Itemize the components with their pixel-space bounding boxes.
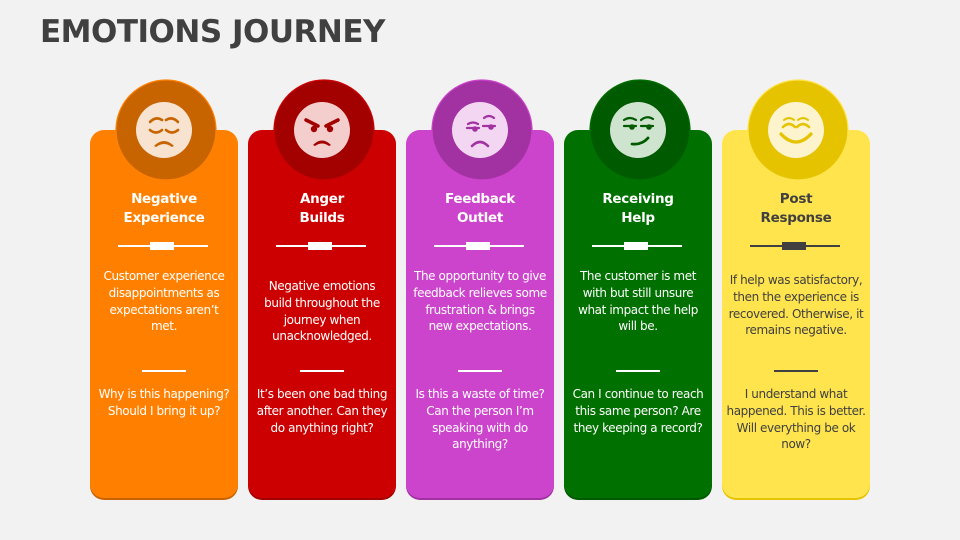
stage-heading-line1: Anger — [299, 191, 345, 207]
short-divider — [458, 370, 502, 372]
short-divider — [300, 370, 344, 372]
stage-heading-line1: Feedback — [444, 191, 515, 207]
slider-divider — [592, 242, 682, 250]
stage-heading-line1: Post — [779, 191, 813, 207]
stage-heading-line2: Outlet — [457, 210, 503, 226]
stage-description: Negative emotions build throughout the j… — [264, 279, 380, 344]
stage-heading: Anger Builds — [248, 190, 396, 228]
stage-heading: Negative Experience — [90, 190, 238, 228]
stage-heading-line2: Help — [621, 210, 655, 226]
slider-knob — [308, 242, 332, 250]
stage-heading-line2: Response — [760, 210, 832, 226]
stage-description: If help was satisfactory, then the exper… — [728, 273, 864, 338]
customer-question: Is this a waste of time? Can the person … — [415, 387, 545, 452]
slider-knob — [150, 242, 174, 250]
sad-face-icon — [115, 79, 217, 181]
angry-face-icon — [273, 79, 375, 181]
stage-heading: Feedback Outlet — [406, 190, 554, 228]
stage-card: Anger Builds Negative emotions build thr… — [248, 130, 396, 498]
stage-card: Post Response If help was satisfactory, … — [722, 130, 870, 498]
short-divider — [774, 370, 818, 372]
stage-description: Customer experience disappointments as e… — [103, 269, 225, 334]
slider-divider — [750, 242, 840, 250]
slider-divider — [276, 242, 366, 250]
stage-heading-line2: Builds — [299, 210, 345, 226]
emotion-badge — [112, 76, 217, 181]
slider-divider — [434, 242, 524, 250]
stage-description: The customer is met with but still unsur… — [578, 269, 698, 334]
stage-description: The opportunity to give feedback relieve… — [413, 269, 547, 334]
emotion-badge — [586, 76, 691, 181]
slider-divider — [118, 242, 208, 250]
smirk-face-icon — [589, 79, 691, 181]
customer-question: Can I continue to reach this same person… — [572, 387, 704, 435]
stage-card: Feedback Outlet The opportunity to give … — [406, 130, 554, 498]
stage-heading-line1: Receiving — [602, 191, 674, 207]
stage-card: Receiving Help The customer is met with … — [564, 130, 712, 498]
stage-card: Negative Experience Customer experience … — [90, 130, 238, 498]
stage-heading-line1: Negative — [131, 191, 197, 207]
emotion-badge — [270, 76, 375, 181]
stage-heading: Post Response — [722, 190, 870, 228]
stage-heading: Receiving Help — [564, 190, 712, 228]
slider-knob — [624, 242, 648, 250]
short-divider — [142, 370, 186, 372]
customer-question: Why is this happening? Should I bring it… — [98, 387, 230, 418]
short-divider — [616, 370, 660, 372]
page-title: EMOTIONS JOURNEY — [40, 14, 385, 50]
customer-question: I understand what happened. This is bett… — [726, 387, 866, 452]
happy-face-icon — [747, 79, 849, 181]
stage-heading-line2: Experience — [123, 210, 205, 226]
slider-knob — [782, 242, 806, 250]
customer-question: It’s been one bad thing after another. C… — [256, 387, 388, 435]
skeptical-face-icon — [431, 79, 533, 181]
emotion-badge — [428, 76, 533, 181]
emotion-badge — [744, 76, 849, 181]
slider-knob — [466, 242, 490, 250]
